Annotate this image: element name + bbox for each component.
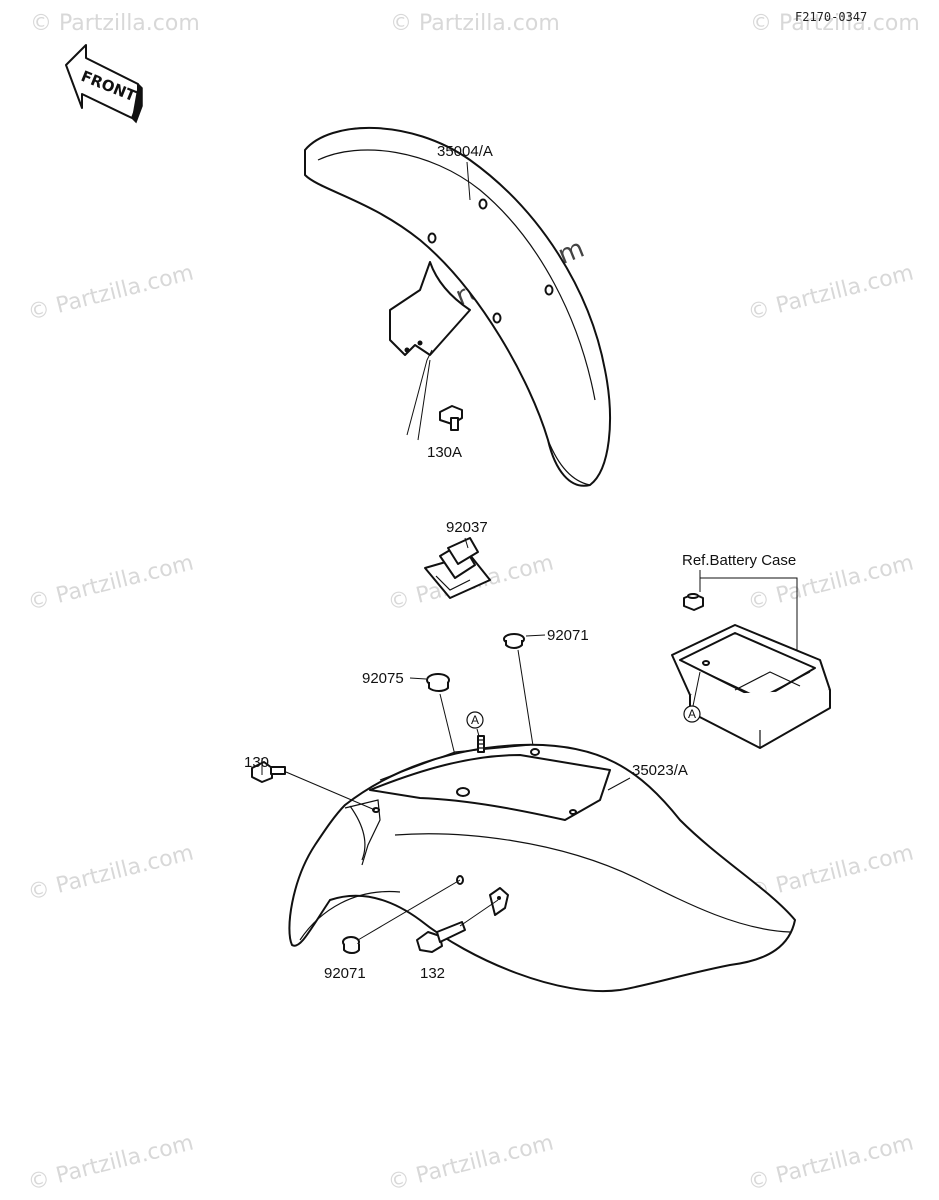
watermark: © Partzilla.com (745, 1130, 916, 1195)
part-label-35004a: 35004/A (437, 143, 493, 160)
leader-line (417, 359, 431, 441)
leader-bracket (699, 570, 798, 700)
bolt-icon (416, 921, 466, 953)
watermark: © Partzilla.com (745, 260, 916, 325)
leader-line (406, 349, 433, 436)
rear-fender (288, 735, 796, 992)
leader-line (285, 771, 376, 811)
clamp-part (424, 537, 491, 599)
part-label-130a: 130A (427, 444, 462, 461)
part-label-92037: 92037 (446, 519, 488, 536)
leader-line (464, 537, 469, 549)
battery-case (671, 624, 831, 749)
leader-line (692, 671, 701, 707)
watermark: © Partzilla.com (25, 260, 196, 325)
leader-line (357, 879, 461, 941)
watermark: © Partzilla.com (385, 1130, 556, 1195)
diagram-code: F2170-0347 (795, 10, 867, 24)
leader-line (607, 777, 631, 791)
leader-line (459, 899, 499, 927)
grommet-icon (503, 633, 525, 649)
watermark: © Partzilla.com (30, 11, 200, 36)
reference-label: Ref.Battery Case (682, 552, 796, 569)
reference-marker: A (471, 713, 479, 727)
nut-icon (683, 593, 704, 611)
leader-line (409, 677, 427, 680)
reference-marker-circle (683, 705, 701, 723)
part-label-92071-bottom: 92071 (324, 965, 366, 982)
front-arrow-icon: FRONT (65, 44, 143, 124)
part-label-35023a: 35023/A (632, 762, 688, 779)
grommet-icon (426, 673, 450, 692)
part-label-92075: 92075 (362, 670, 404, 687)
part-label-92071-top: 92071 (547, 627, 589, 644)
watermark: © Partzilla.com (390, 11, 560, 36)
front-fender (304, 127, 611, 487)
reference-marker-circle (466, 711, 484, 729)
watermark: © Partzilla.com (25, 550, 196, 615)
leader-line (517, 649, 535, 753)
watermark: © Partzilla.com (25, 1130, 196, 1195)
leader-line (466, 161, 471, 201)
part-label-132: 132 (420, 965, 445, 982)
watermark: © Partzilla.com (750, 11, 920, 36)
watermark: © Partzilla.com (25, 840, 196, 905)
reference-marker: A (688, 707, 696, 721)
leader-line (525, 634, 546, 637)
grommet-icon (342, 936, 360, 954)
bolt-icon (439, 405, 463, 431)
part-label-130: 130 (244, 754, 269, 771)
